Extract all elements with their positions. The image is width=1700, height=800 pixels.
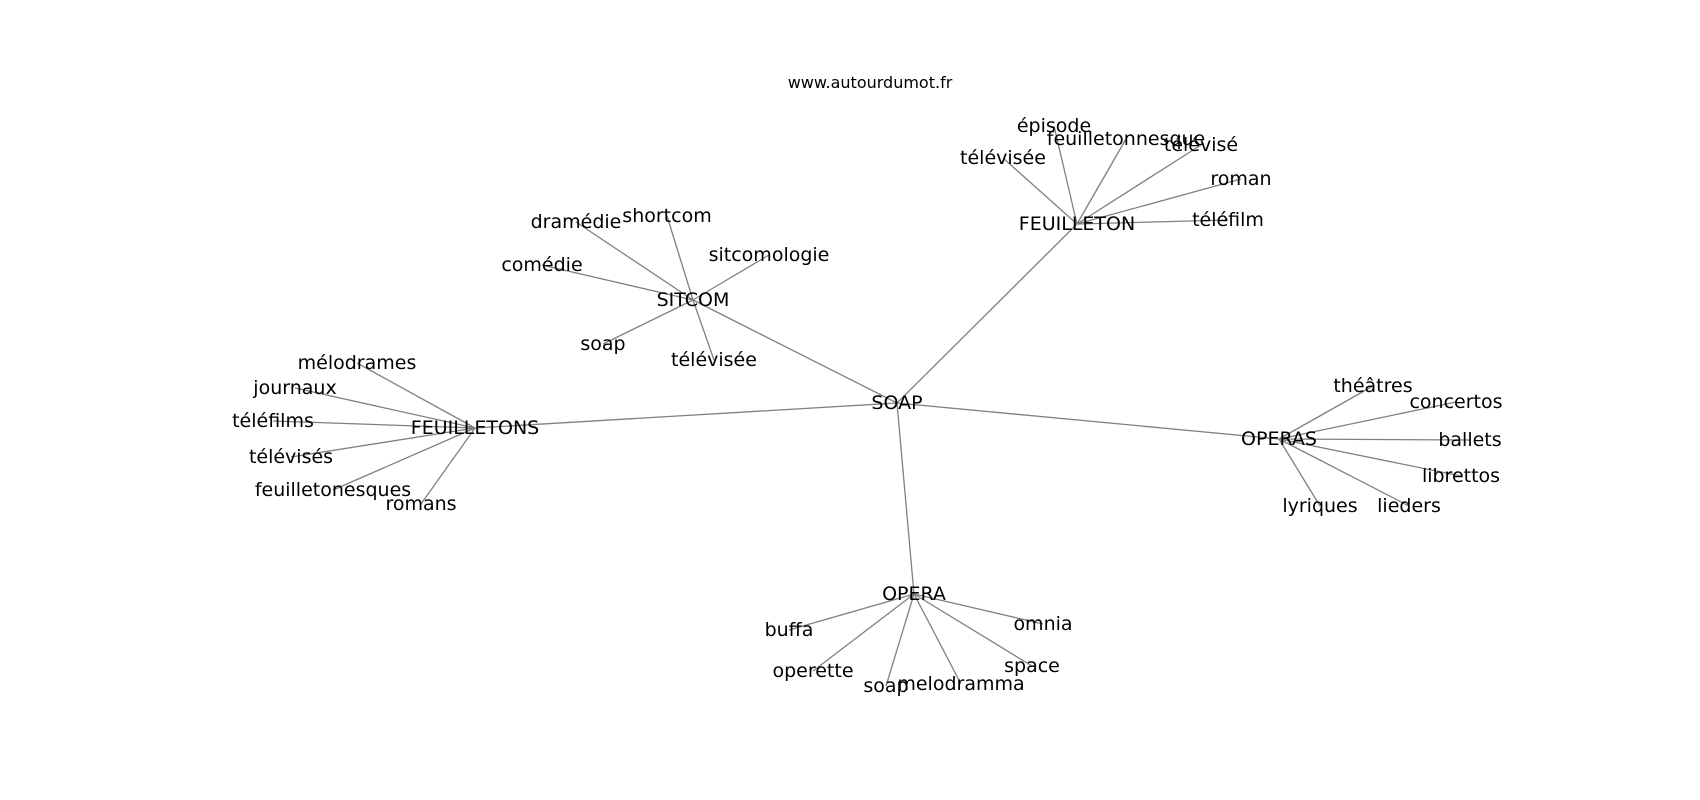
node-feuilleton-televisee: télévisée — [960, 147, 1046, 169]
node-operas-ballets: ballets — [1438, 429, 1501, 451]
edge-operas-to-operas-librettos — [1278, 438, 1462, 477]
node-operas-lieders: lieders — [1377, 495, 1441, 517]
edge-soap-to-sitcom — [692, 299, 898, 404]
node-sitcom-comedie: comédie — [501, 254, 582, 276]
edge-sitcom-to-sitcom-shortcom — [666, 215, 694, 301]
edge-operas-to-operas-lyriques — [1278, 438, 1321, 507]
node-opera-soap: soap — [863, 675, 908, 697]
node-sitcom: SITCOM — [657, 289, 730, 311]
edge-feuilletons-to-feuilletons-journaux — [294, 387, 476, 429]
node-feuilleton-episode: épisode — [1017, 115, 1091, 137]
node-opera-buffa: buffa — [765, 619, 814, 641]
edge-opera-to-opera-space — [913, 593, 1033, 667]
node-opera: OPERA — [882, 583, 946, 605]
node-sitcom-televisee: télévisée — [671, 349, 757, 371]
edge-soap-to-opera — [896, 402, 915, 595]
edge-feuilletons-to-feuilletons-melodrames — [356, 362, 476, 429]
edge-feuilleton-to-feuilleton-televisee — [1002, 157, 1078, 225]
watermark-text: www.autourdumot.fr — [788, 73, 953, 92]
node-feuilletons-journaux: journaux — [252, 377, 336, 399]
edge-opera-to-opera-operette — [812, 593, 915, 672]
graph-edges — [272, 125, 1471, 687]
node-opera-melodramma: melodramma — [897, 673, 1024, 695]
edge-feuilletons-to-feuilletons-televises — [290, 427, 476, 458]
edge-soap-to-feuilleton — [896, 223, 1078, 404]
node-opera-space: space — [1004, 655, 1060, 677]
node-feuilletons-melodrames: mélodrames — [298, 352, 417, 374]
node-feuilleton-telefilm: téléfilm — [1192, 209, 1264, 231]
edge-feuilleton-to-feuilleton-episode — [1053, 125, 1078, 225]
edge-sitcom-to-sitcom-soap — [602, 299, 694, 345]
edge-sitcom-to-sitcom-televisee — [692, 299, 715, 361]
node-feuilleton-televise: télévisé — [1164, 134, 1238, 156]
node-feuilletons-televises: télévisés — [249, 446, 333, 468]
edge-opera-to-opera-omnia — [913, 593, 1044, 625]
edge-feuilleton-to-feuilleton-televise — [1076, 144, 1202, 225]
node-soap: SOAP — [871, 392, 922, 414]
node-sitcom-soap: soap — [580, 333, 625, 355]
node-sitcom-dramedie: dramédie — [531, 211, 622, 233]
edge-operas-to-operas-ballets — [1278, 438, 1471, 441]
edge-opera-to-opera-soap — [885, 593, 915, 687]
node-opera-operette: operette — [772, 660, 853, 682]
edge-feuilleton-to-feuilleton-telefilm — [1076, 219, 1229, 225]
node-feuilletons: FEUILLETONS — [411, 417, 539, 439]
edge-feuilletons-to-feuilletons-telefilms — [272, 420, 476, 429]
edge-operas-to-operas-concertos — [1278, 401, 1457, 440]
node-sitcom-sitcomologie: sitcomologie — [709, 244, 830, 266]
edge-sitcom-to-sitcom-comedie — [541, 264, 694, 301]
edge-sitcom-to-sitcom-dramedie — [575, 221, 694, 301]
edge-operas-to-operas-lieders — [1278, 438, 1410, 507]
edge-sitcom-to-sitcom-sitcomologie — [692, 254, 770, 301]
node-operas-theatres: théâtres — [1333, 375, 1412, 397]
node-operas: OPERAS — [1241, 428, 1317, 450]
node-feuilleton: FEUILLETON — [1019, 213, 1135, 235]
edge-feuilletons-to-feuilletons-romans — [420, 427, 476, 505]
edge-feuilleton-to-feuilleton-roman — [1076, 178, 1242, 225]
node-sitcom-shortcom: shortcom — [622, 205, 711, 227]
node-feuilletons-telefilms: téléfilms — [232, 410, 314, 432]
node-opera-omnia: omnia — [1013, 613, 1072, 635]
node-operas-librettos: librettos — [1422, 465, 1500, 487]
graph-labels: SOAP SITCOM FEUILLETON FEUILLETONS OPERAS OPE… — [232, 115, 1502, 697]
node-feuilletons-romans: romans — [385, 493, 456, 515]
node-feuilleton-roman: roman — [1210, 168, 1271, 190]
edge-operas-to-operas-theatres — [1278, 385, 1374, 440]
edge-soap-to-operas — [896, 402, 1280, 440]
edge-feuilletons-to-feuilletons-feuilletonesques — [332, 427, 476, 491]
edge-feuilleton-to-feuilleton-feuilletonnesque — [1076, 138, 1127, 225]
node-feuilleton-feuilletonnesque: feuilletonnesque — [1047, 128, 1206, 150]
edge-opera-to-opera-melodramma — [913, 593, 962, 685]
edge-opera-to-opera-buffa — [788, 593, 915, 631]
node-feuilletons-feuilletonesques: feuilletonesques — [255, 479, 411, 501]
node-operas-concertos: concertos — [1409, 391, 1502, 413]
edge-soap-to-feuilletons — [474, 402, 898, 429]
node-operas-lyriques: lyriques — [1282, 495, 1357, 517]
